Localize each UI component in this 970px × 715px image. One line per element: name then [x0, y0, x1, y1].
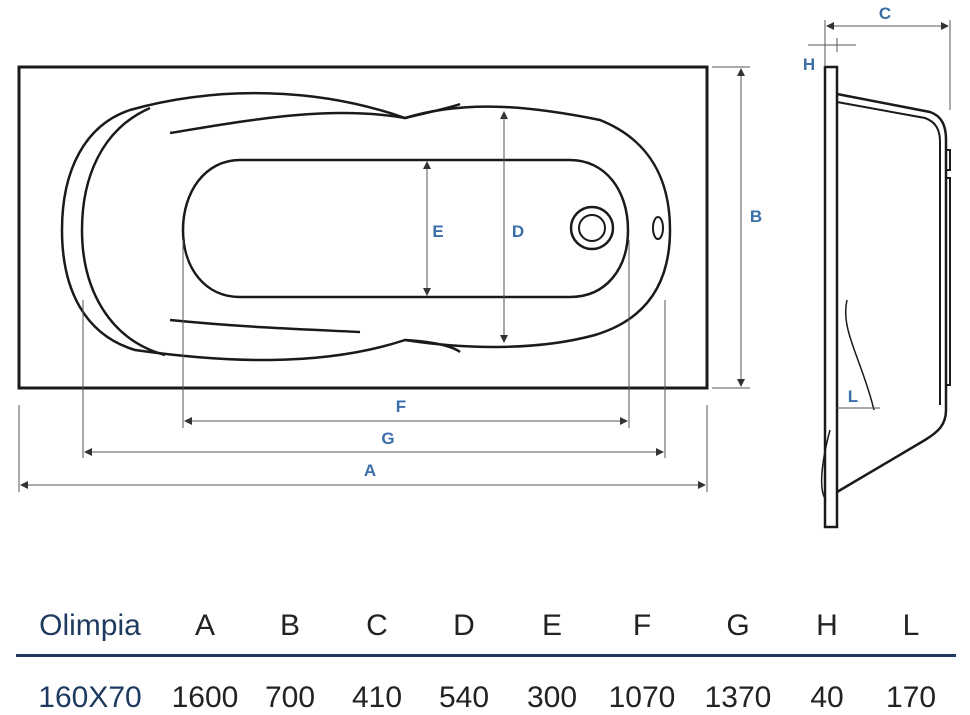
header-c: C [334, 598, 420, 656]
value-b: 700 [246, 656, 334, 715]
label-f: F [396, 397, 406, 416]
label-e: E [432, 222, 443, 241]
label-d: D [512, 222, 524, 241]
label-b: B [750, 207, 762, 226]
overflow-hole [653, 217, 663, 239]
label-g: G [381, 429, 394, 448]
model-size: 160X70 [16, 656, 164, 715]
value-d: 540 [420, 656, 508, 715]
table-header-row: Olimpia A B C D E F G H L [16, 598, 956, 656]
value-c: 410 [334, 656, 420, 715]
header-e: E [508, 598, 596, 656]
label-l: L [848, 387, 858, 406]
value-a: 1600 [164, 656, 246, 715]
label-c: C [879, 4, 891, 23]
header-f: F [596, 598, 688, 656]
header-l: L [866, 598, 956, 656]
tub-inner-bottom [183, 160, 628, 297]
side-tub-inner-profile [837, 102, 940, 405]
tub-outer-rim [19, 67, 707, 388]
top-view [19, 67, 707, 388]
drain-outer [571, 207, 613, 249]
side-rim-flange [825, 67, 837, 527]
bathtub-technical-drawing: A G F B D E C H L [0, 0, 970, 545]
drain-inner [579, 215, 605, 241]
model-name: Olimpia [16, 598, 164, 656]
header-g: G [688, 598, 788, 656]
header-b: B [246, 598, 334, 656]
value-g: 1370 [688, 656, 788, 715]
label-a: A [364, 461, 376, 480]
side-view [822, 67, 950, 527]
value-h: 40 [788, 656, 866, 715]
table-row: 160X70 1600 700 410 540 300 1070 1370 40… [16, 656, 956, 715]
label-h: H [803, 55, 815, 74]
tub-lower-contour [170, 320, 460, 352]
header-h: H [788, 598, 866, 656]
dimensions-table: Olimpia A B C D E F G H L 160X70 1600 70… [16, 598, 956, 715]
side-dimension-lines [808, 20, 950, 408]
value-l: 170 [866, 656, 956, 715]
value-f: 1070 [596, 656, 688, 715]
header-a: A [164, 598, 246, 656]
side-tub-profile [837, 94, 946, 492]
header-d: D [420, 598, 508, 656]
value-e: 300 [508, 656, 596, 715]
tub-upper-contour [170, 104, 460, 133]
tub-head-curve [82, 108, 165, 355]
